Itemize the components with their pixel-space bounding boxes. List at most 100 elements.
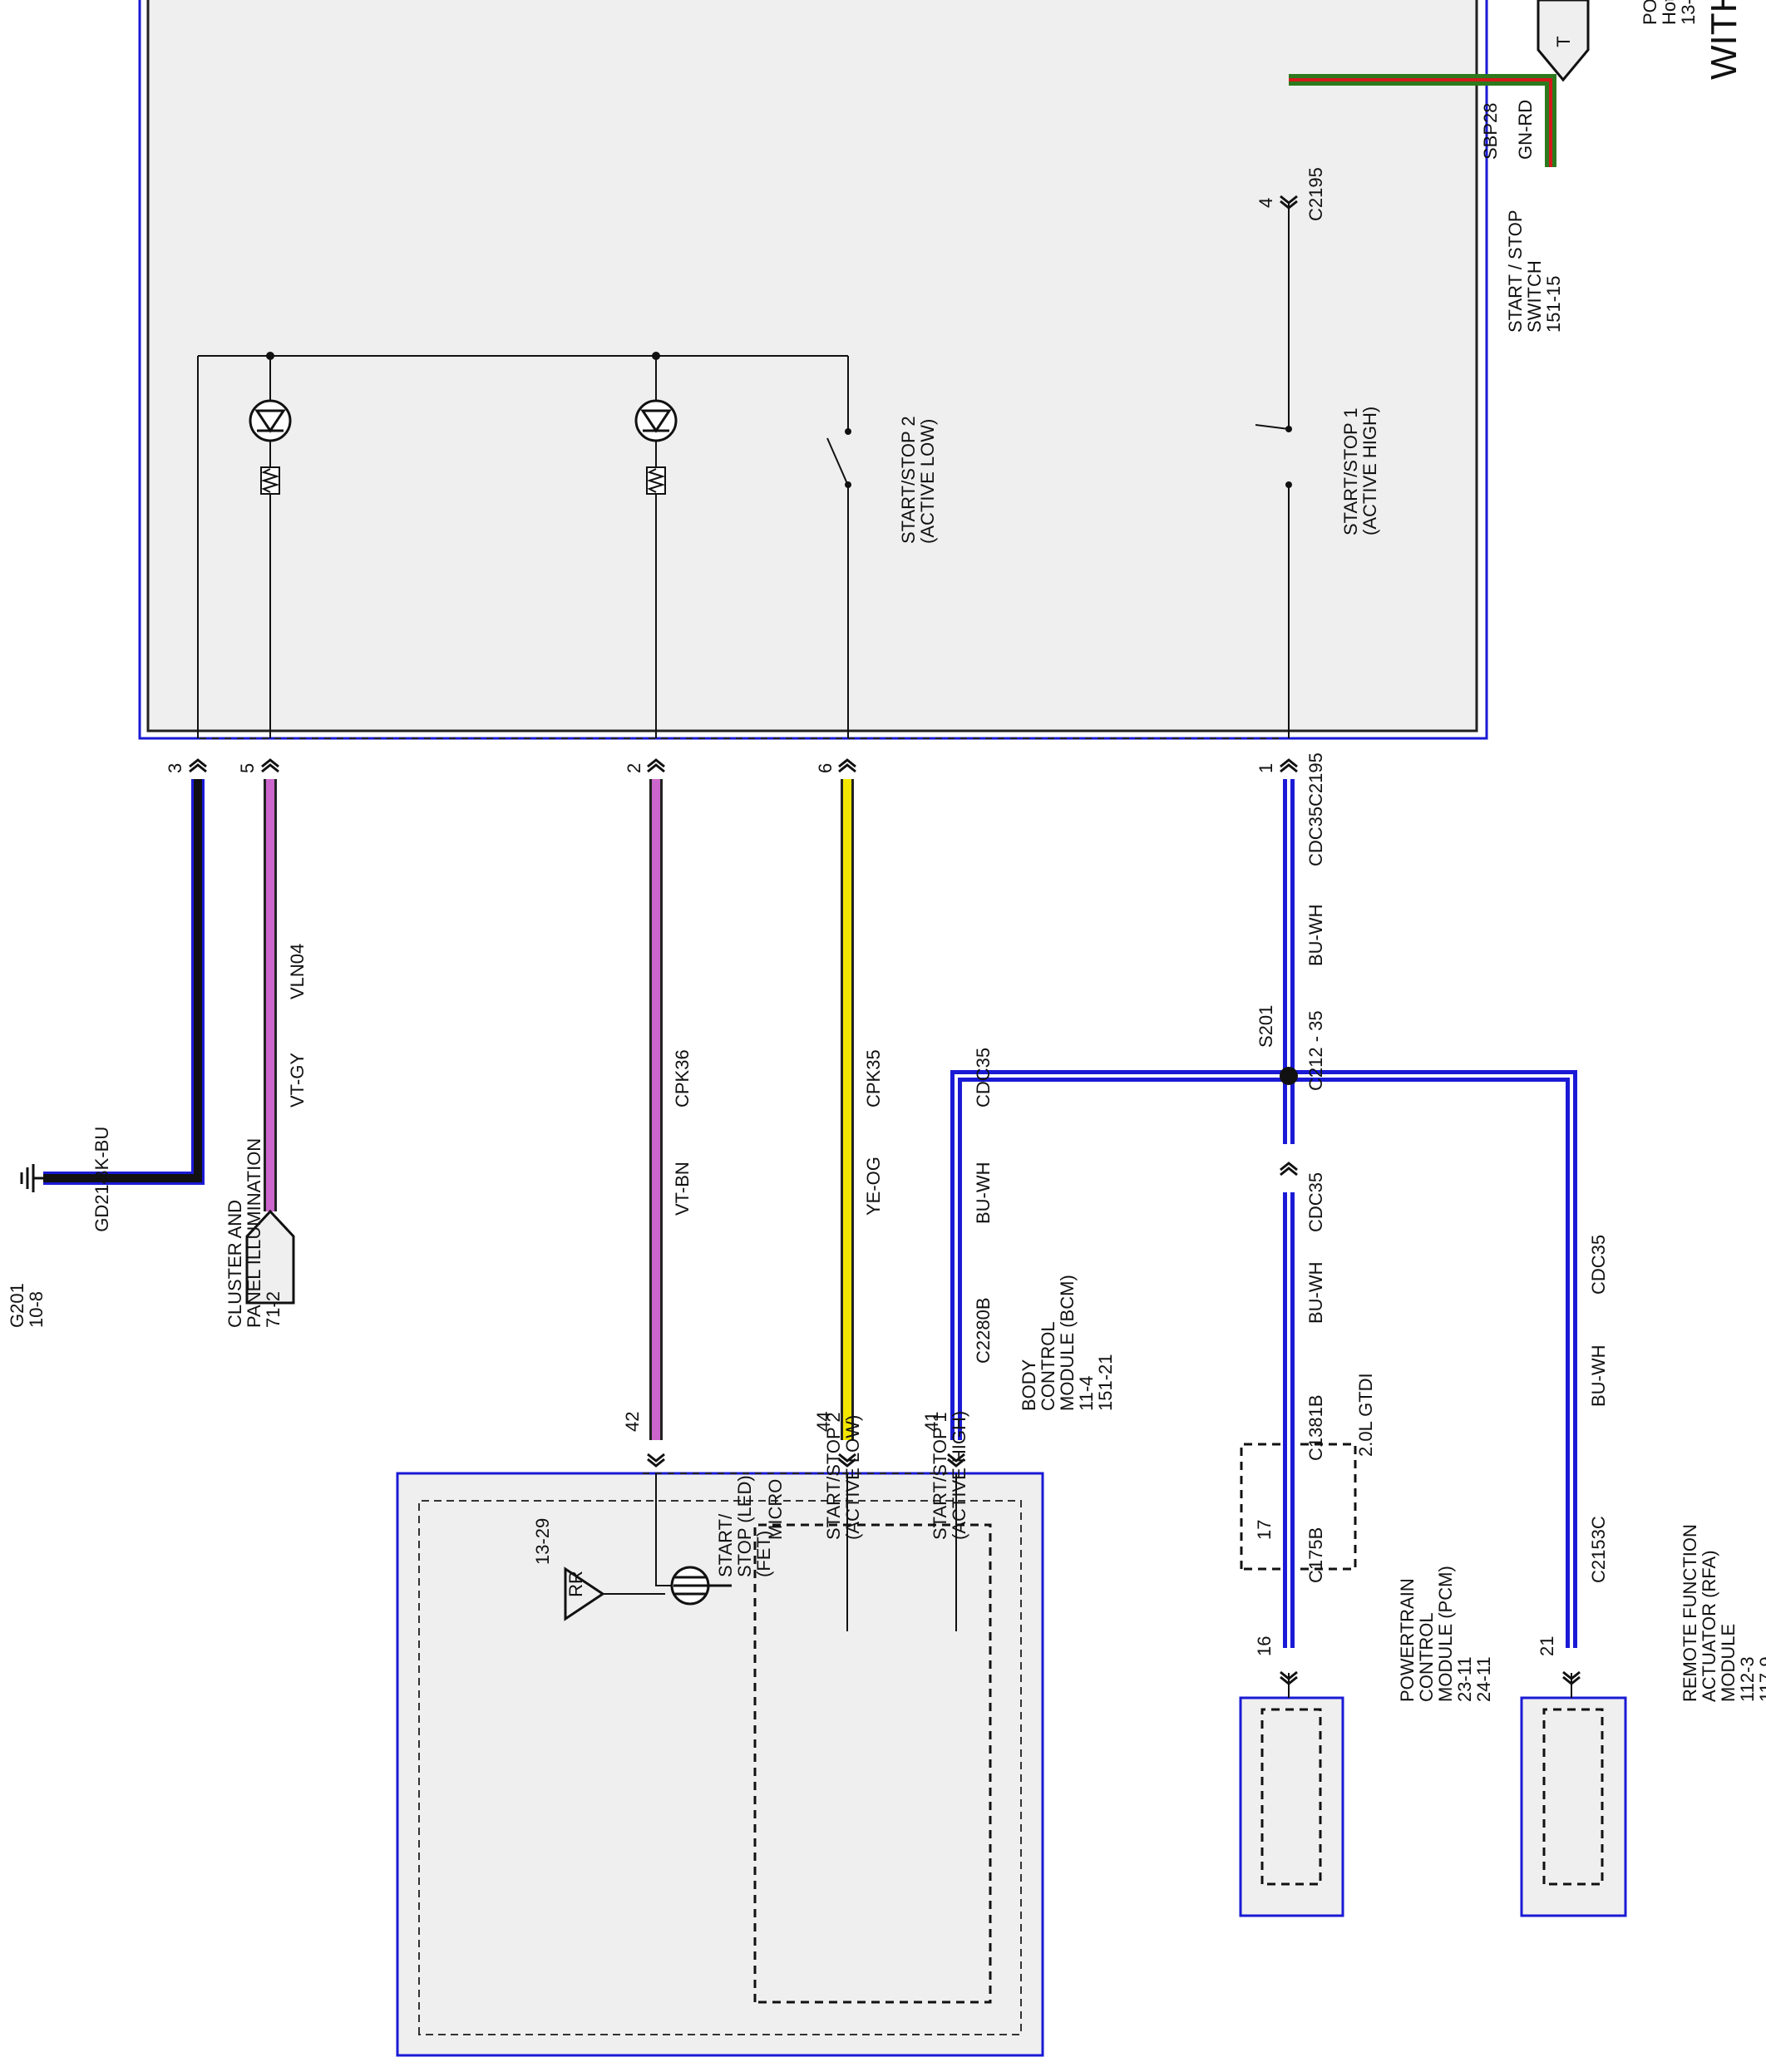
rr-ref: 13-29 — [532, 1518, 553, 1565]
cpk35-color: YE-OG — [863, 1157, 884, 1216]
switch-name-line2: SWITCH — [1524, 260, 1545, 333]
cluster-line1: CLUSTER AND — [224, 1200, 245, 1328]
pin-6-label: 6 — [815, 763, 836, 773]
wire-cdc35-rfa — [1289, 1070, 1577, 1648]
c2280b-label: C2280B — [973, 1297, 994, 1364]
pin-2-label: 2 — [624, 763, 644, 773]
diagram-title: WITH IA — [1704, 0, 1744, 80]
bcm-line1: BODY — [1019, 1359, 1039, 1411]
pcm-line1: POWERTRAIN — [1397, 1578, 1418, 1702]
led-driver-line1: START/ — [715, 1513, 736, 1577]
cdc35-main-color: BU-WH — [1305, 904, 1326, 966]
sbp28-color: GN-RD — [1515, 100, 1536, 160]
led-driver-line3: (FET) — [753, 1531, 774, 1577]
power-source-line2: Hot at all times — [1659, 0, 1680, 25]
gtdi-connector-box — [1240, 1443, 1357, 1571]
rfa-line2: ACTUATOR (RFA) — [1699, 1550, 1719, 1702]
cluster-line2: PANEL ILLUMINATION — [244, 1138, 264, 1328]
pcm-line2: CONTROL — [1416, 1612, 1437, 1702]
c2153c-label: C2153C — [1588, 1516, 1609, 1583]
pin-1-label: 1 — [1255, 763, 1276, 773]
resistor-pin5 — [260, 466, 280, 495]
sbp28-circuit: SBP28 — [1480, 103, 1501, 160]
cdc35-pcm-circuit: CDC35 — [1305, 1172, 1326, 1232]
pin-16-label: 16 — [1254, 1636, 1275, 1656]
ground-ref: 10-8 — [26, 1291, 47, 1328]
switch-ss2-line2: (ACTIVE LOW) — [917, 419, 938, 544]
rfa-module-box — [1520, 1696, 1627, 1917]
bcm-ss2-line1: START/STOP 2 — [823, 1412, 844, 1540]
cdc35-pcm-color: BU-WH — [1305, 1261, 1326, 1324]
led-pin5 — [249, 399, 292, 442]
pin-21-label: 21 — [1537, 1636, 1557, 1656]
switch-ss1-line1: START/STOP 1 — [1340, 407, 1361, 535]
cluster-ref: 71-2 — [263, 1291, 284, 1328]
vln04-color: VT-GY — [287, 1053, 308, 1108]
pcm-module-box — [1239, 1696, 1344, 1917]
pin-5-label: 5 — [237, 763, 258, 773]
bcm-ss1-line1: START/STOP 1 — [930, 1412, 950, 1540]
rfa-line1: REMOTE FUNCTION — [1680, 1524, 1700, 1702]
switch-ref: 151-15 — [1543, 275, 1564, 333]
switch-name-line1: START / STOP — [1505, 210, 1526, 333]
bcm-line3: MODULE (BCM) — [1057, 1275, 1078, 1411]
wire-sbp28 — [1289, 74, 1556, 167]
wire-cdc35-bcm — [950, 1070, 1289, 1440]
switch-contacts — [266, 352, 1298, 1085]
gd214-circuit: GD214 — [91, 1174, 112, 1232]
pcm-ref1: 23-11 — [1454, 1656, 1475, 1702]
cpk35-circuit: CPK35 — [863, 1049, 884, 1108]
power-source-line1: POWER DISTRIBUTION / BCM — [1640, 0, 1660, 25]
cdc35-rfa-color: BU-WH — [1588, 1344, 1609, 1407]
pin-42-label: 42 — [622, 1412, 643, 1432]
c1381b-label: C1381B — [1305, 1394, 1326, 1461]
pin-41-label: 41 — [921, 1412, 942, 1432]
power-source-symbol — [1537, 0, 1590, 82]
pin-17-label: 17 — [1254, 1520, 1275, 1540]
bcm-ref2: 151-21 — [1095, 1354, 1116, 1411]
power-source-ref: 13-16 — [1678, 0, 1699, 25]
rfa-ref2: 117-9 — [1756, 1656, 1766, 1702]
rr-symbol — [564, 1566, 605, 1621]
bcm-ref1: 11-4 — [1076, 1376, 1097, 1411]
bcm-ss2-line2: (ACTIVE LOW) — [842, 1415, 863, 1540]
gtdi-label: 2.0L GTDI — [1355, 1373, 1376, 1457]
rfa-line3: MODULE — [1718, 1624, 1739, 1702]
cdc35-rfa-circuit: CDC35 — [1588, 1235, 1609, 1295]
pcm-ref2: 24-11 — [1473, 1656, 1494, 1702]
switch-ss2-line1: START/STOP 2 — [898, 416, 919, 544]
cluster-arrow-symbol — [245, 1209, 295, 1305]
cdc35-bcm-color: BU-WH — [973, 1162, 994, 1224]
pin-44-label: 44 — [813, 1412, 834, 1432]
vln04-circuit: VLN04 — [287, 944, 308, 999]
switch-ss1-line2: (ACTIVE HIGH) — [1359, 407, 1380, 535]
led-fet-symbol — [670, 1566, 732, 1606]
wire-gd214 — [43, 779, 205, 1185]
rr-symbol-label: RR — [565, 1571, 586, 1597]
cpk36-color: VT-BN — [672, 1162, 693, 1216]
gd214-color: BK-BU — [91, 1127, 112, 1182]
c175b-label: C175B — [1305, 1527, 1326, 1583]
bcm-ss1-line2: (ACTIVE HIGH) — [949, 1411, 969, 1540]
bcm-line2: CONTROL — [1038, 1321, 1058, 1411]
start-stop-switch-box — [138, 0, 1488, 740]
ground-symbol — [20, 1164, 43, 1192]
pin-4-label: 4 — [1255, 198, 1276, 208]
rfa-ref1: 112-3 — [1737, 1656, 1758, 1702]
resistor-pin2 — [646, 466, 666, 495]
bcm-module-box — [396, 1472, 1044, 2057]
cpk36-circuit: CPK36 — [672, 1049, 693, 1108]
micro-label: MICRO — [765, 1479, 786, 1540]
switch-internals — [197, 201, 1290, 738]
pcm-line3: MODULE (PCM) — [1435, 1566, 1456, 1702]
ground-g201: G201 — [7, 1283, 27, 1328]
splice-s201-label: S201 — [1255, 1005, 1276, 1048]
c2195-top-label: C2195 — [1305, 167, 1326, 221]
cdc35-bcm-circuit: CDC35 — [973, 1048, 994, 1108]
power-source-symbol-label: T — [1553, 36, 1574, 47]
c212-label: C212 - 35 — [1305, 1010, 1326, 1091]
c2195-bottom-label: C2195 — [1305, 752, 1326, 807]
cdc35-main-circuit: CDC35 — [1305, 807, 1326, 866]
pin-arrows — [189, 195, 1581, 1685]
